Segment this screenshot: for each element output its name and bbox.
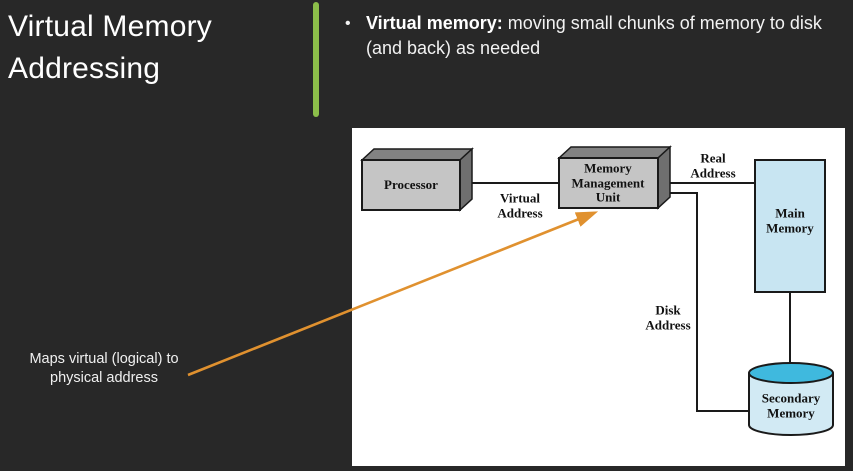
main-memory-box — [754, 159, 826, 293]
bullet-body-text: moving small chunks of memory to disk (a… — [366, 13, 822, 58]
main-memory-label: Main Memory — [766, 205, 814, 235]
secondary-memory-cylinder-body — [748, 373, 834, 436]
green-divider-bar — [313, 2, 319, 117]
disk-address-label: Disk Address — [645, 302, 691, 332]
processor-label: Processor — [384, 176, 438, 192]
real-address-label: Real Address — [690, 150, 736, 180]
diagram-shapes — [360, 145, 834, 436]
processor-box-top — [360, 148, 474, 161]
virtual-address-label: Virtual Address — [497, 190, 543, 220]
caption-maps-virtual: Maps virtual (logical) to physical addre… — [29, 351, 179, 386]
bullet-text: Virtual memory: moving small chunks of m… — [366, 11, 845, 61]
diagram-panel: Processor Memory Management Unit Main Me… — [352, 128, 845, 466]
secondary-memory-label: Secondary Memory — [761, 390, 821, 420]
slide-title: Virtual Memory Addressing — [8, 10, 212, 85]
bullet-item: • Virtual memory: moving small chunks of… — [345, 11, 845, 61]
disk-address-line — [666, 192, 750, 412]
secondary-memory-cylinder-top — [748, 362, 834, 384]
processor-box-side — [459, 147, 473, 212]
bullet-bold-label: Virtual memory: — [366, 13, 503, 33]
mmu-box-side — [657, 145, 671, 210]
mmu-label: Memory Management Unit — [571, 160, 645, 205]
bullet-marker: • — [345, 15, 351, 32]
processor-box-front — [361, 159, 461, 211]
mmu-box-front — [558, 157, 659, 209]
mmu-box-top — [557, 146, 672, 159]
